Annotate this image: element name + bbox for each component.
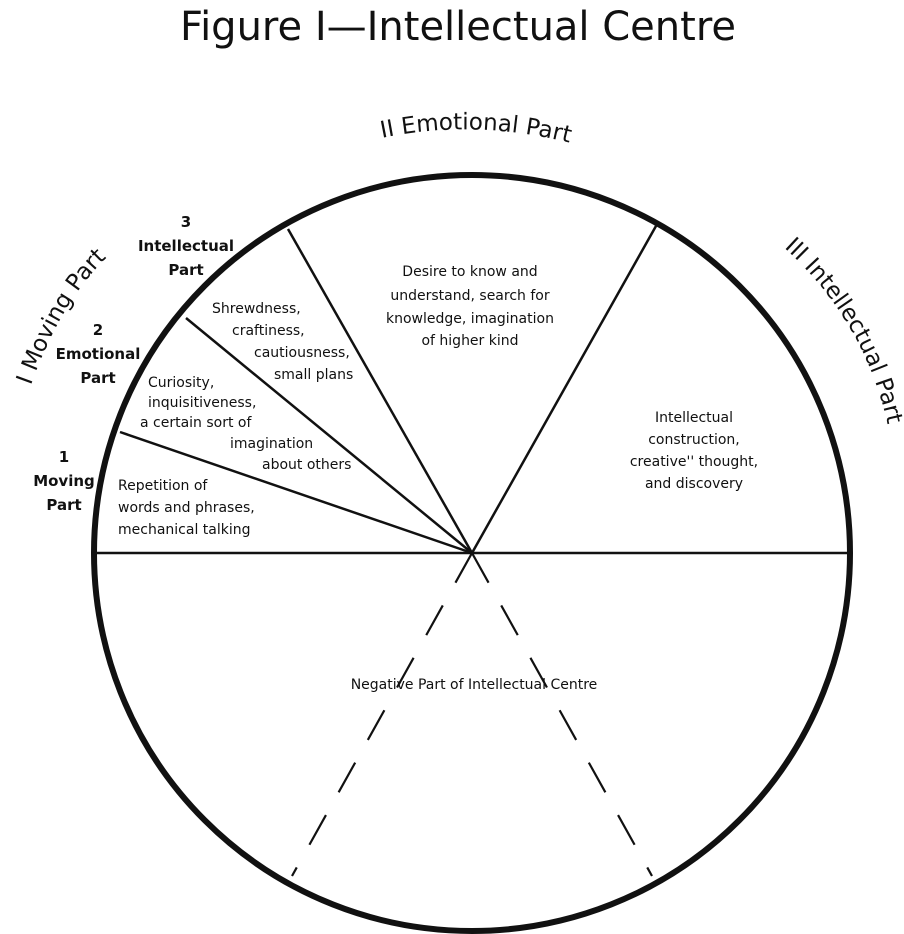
svg-text:creative'' thought,: creative'' thought, (630, 454, 758, 470)
svg-text:Curiosity,: Curiosity, (148, 375, 214, 391)
sector-text-shrewdness: Shrewdness, craftiness, cautiousness, sm… (212, 301, 353, 383)
svg-text:construction,: construction, (648, 432, 740, 448)
svg-text:of higher kind: of higher kind (421, 333, 518, 349)
sector-text-construction: Intellectual construction, creative'' th… (630, 410, 758, 492)
sub-part-label-intellectual: 3 Intellectual Part (138, 213, 234, 279)
svg-text:Desire to know and: Desire to know and (402, 264, 537, 280)
sub-part-label-emotional: 2 Emotional Part (56, 321, 141, 387)
svg-text:small plans: small plans (274, 367, 353, 383)
svg-text:knowledge, imagination: knowledge, imagination (386, 311, 554, 327)
moving-part-label: I Moving Part (12, 243, 111, 387)
svg-text:Part: Part (80, 369, 115, 387)
svg-text:understand, search for: understand, search for (390, 288, 549, 304)
svg-text:Shrewdness,: Shrewdness, (212, 301, 301, 317)
sector-text-desire: Desire to know and understand, search fo… (386, 264, 554, 349)
negative-boundary-left (291, 552, 473, 877)
svg-text:a certain sort of: a certain sort of (140, 415, 252, 431)
svg-text:Intellectual: Intellectual (655, 410, 733, 426)
sector-text-curiosity: Curiosity, inquisitiveness, a certain so… (140, 375, 351, 473)
svg-text:Part: Part (168, 261, 203, 279)
divider-moving-emotional (286, 228, 474, 554)
svg-text:inquisitiveness,: inquisitiveness, (148, 395, 256, 411)
svg-text:Moving: Moving (33, 472, 95, 490)
svg-text:and discovery: and discovery (645, 476, 743, 492)
divider-emotional-intellectual-sub (185, 317, 473, 554)
svg-text:Intellectual: Intellectual (138, 237, 234, 255)
negative-boundary-right (471, 552, 653, 877)
svg-text:3: 3 (181, 213, 191, 231)
divider-moving-emotional-sub (119, 430, 473, 555)
svg-text:about others: about others (262, 457, 351, 473)
figure-title: Figure I—Intellectual Centre (180, 4, 736, 50)
emotional-part-label: II Emotional Part (378, 109, 574, 148)
svg-text:craftiness,: craftiness, (232, 323, 305, 339)
svg-text:words and phrases,: words and phrases, (118, 500, 255, 516)
sub-part-label-moving: 1 Moving Part (33, 448, 95, 514)
svg-text:Emotional: Emotional (56, 345, 141, 363)
svg-text:imagination: imagination (230, 436, 313, 452)
svg-text:2: 2 (93, 321, 103, 339)
sector-text-repetition: Repetition of words and phrases, mechani… (118, 478, 255, 538)
svg-text:1: 1 (59, 448, 69, 466)
divider-emotional-intellectual (470, 225, 658, 554)
svg-text:Repetition of: Repetition of (118, 478, 208, 494)
svg-text:mechanical talking: mechanical talking (118, 522, 251, 538)
sector-text-negative: Negative Part of Intellectual Centre (351, 677, 598, 693)
svg-text:Part: Part (46, 496, 81, 514)
svg-text:cautiousness,: cautiousness, (254, 345, 350, 361)
